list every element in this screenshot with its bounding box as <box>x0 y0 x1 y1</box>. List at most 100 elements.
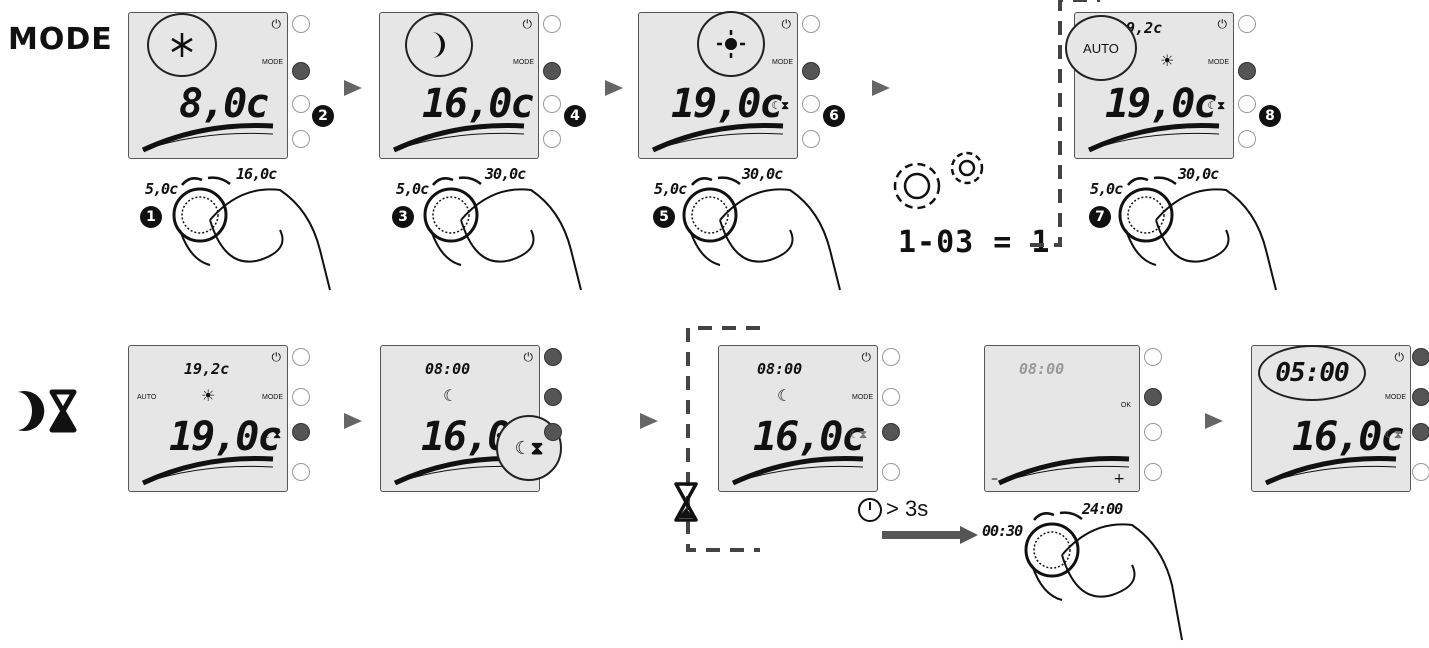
plus-label: + <box>1113 471 1125 487</box>
button-column-r2-3 <box>882 345 912 490</box>
next-arrow <box>640 413 658 429</box>
auto-label: AUTO <box>1083 40 1119 56</box>
power-button[interactable] <box>1238 15 1256 33</box>
temperature-readout: 19,0c <box>1105 81 1217 127</box>
mode-label: MODE <box>262 394 283 401</box>
timer-button[interactable] <box>1144 423 1162 441</box>
timer-button[interactable] <box>882 423 900 441</box>
next-arrow <box>872 80 890 96</box>
timer-button[interactable] <box>802 95 820 113</box>
power-button[interactable] <box>292 348 310 366</box>
thermostat-display-4: 19,2c ☀ 19,0c MODE ⏻ ☾⧗ <box>1074 12 1234 159</box>
moon-small-icon: ☾ <box>443 386 458 405</box>
knob-max-label: 30,0c <box>485 165 526 183</box>
power-button[interactable] <box>802 15 820 33</box>
timer-button[interactable] <box>1412 423 1429 441</box>
timer-callout: 05:00 <box>1258 345 1366 401</box>
mode-button[interactable] <box>543 62 561 80</box>
temperature-readout: 16,0c <box>753 414 865 460</box>
snowflake-callout <box>147 13 217 77</box>
next-arrow <box>605 80 623 96</box>
timer-button[interactable] <box>292 423 310 441</box>
power-button[interactable] <box>544 348 562 366</box>
timer-button[interactable] <box>543 95 561 113</box>
mode-label: MODE <box>852 394 873 401</box>
minus-label: – <box>991 471 998 487</box>
comfort-arc <box>997 456 1130 486</box>
temperature-readout: 19,0c <box>671 81 783 127</box>
power-icon: ⏻ <box>1394 350 1405 364</box>
gears-icon <box>893 151 984 210</box>
comfort-arc <box>1087 123 1220 153</box>
timer-button[interactable] <box>1238 95 1256 113</box>
comfort-arc <box>731 456 864 486</box>
step-badge: 4 <box>564 105 586 127</box>
moon-hourglass-small-icon: ☾⧗ <box>849 428 867 441</box>
sun-callout <box>697 11 765 77</box>
mode-button[interactable] <box>882 388 900 406</box>
comfort-arc <box>651 123 784 153</box>
power-button[interactable] <box>543 15 561 33</box>
mode-label: MODE <box>1385 394 1406 401</box>
temperature-readout: 19,0c <box>169 414 281 460</box>
next-arrow <box>1205 413 1223 429</box>
hold-duration-label: > 3s <box>886 496 929 521</box>
aux-button[interactable] <box>292 463 310 481</box>
moon-callout <box>405 13 473 77</box>
mode-button[interactable] <box>1238 62 1256 80</box>
aux-button[interactable] <box>1144 463 1162 481</box>
power-button[interactable] <box>1412 348 1429 366</box>
moon-hourglass-icon <box>10 386 80 436</box>
long-arrow <box>882 531 962 539</box>
hand-knob-illustration <box>1118 176 1277 291</box>
clock-readout-blinking: 08:00 <box>1019 360 1065 378</box>
clock-readout: 08:00 <box>425 360 471 378</box>
aux-button[interactable] <box>882 463 900 481</box>
power-button[interactable] <box>1144 348 1162 366</box>
next-arrow <box>344 413 362 429</box>
moon-hourglass-small-icon: ☾⧗ <box>1384 428 1402 441</box>
snowflake-icon <box>171 33 193 57</box>
mode-label: MODE <box>262 59 283 66</box>
comfort-arc <box>141 456 274 486</box>
knob-min-label: 00:30 <box>982 522 1023 540</box>
mode-button[interactable] <box>292 62 310 80</box>
mode-button[interactable] <box>802 62 820 80</box>
power-icon: ⏻ <box>271 17 282 31</box>
hand-knob-illustration <box>423 176 582 291</box>
moon-small-icon: ☾ <box>777 386 792 405</box>
power-icon: ⏻ <box>271 350 282 364</box>
clock-icon <box>858 498 882 522</box>
power-button[interactable] <box>882 348 900 366</box>
timer-button[interactable] <box>292 95 310 113</box>
ok-button[interactable] <box>1144 388 1162 406</box>
mode-button[interactable] <box>292 388 310 406</box>
aux-button[interactable] <box>292 130 310 148</box>
button-column-1 <box>292 12 322 157</box>
power-icon: ⏻ <box>523 350 534 364</box>
power-button[interactable] <box>292 15 310 33</box>
step-badge: 1 <box>140 206 162 228</box>
mode-button[interactable] <box>544 388 562 406</box>
moon-hourglass-small-icon: ☾⧗ <box>1207 99 1225 112</box>
aux-button[interactable] <box>543 130 561 148</box>
knob-min-label: 5,0c <box>396 180 429 198</box>
sun-small-icon: ☀ <box>1160 51 1175 70</box>
power-icon: ⏻ <box>1217 17 1228 31</box>
hand-knob-illustration <box>172 176 331 291</box>
aux-button[interactable] <box>1238 130 1256 148</box>
aux-button[interactable] <box>802 130 820 148</box>
mode-label: MODE <box>772 59 793 66</box>
aux-button[interactable] <box>1412 463 1429 481</box>
next-arrow <box>344 80 362 96</box>
moon-hourglass-small-icon: ☾⧗ <box>771 99 789 112</box>
timer-readout: 05:00 <box>1275 358 1349 388</box>
button-column-2 <box>543 12 573 157</box>
power-icon: ⏻ <box>522 17 533 31</box>
temperature-readout: 16,0c <box>1292 414 1404 460</box>
button-column-4 <box>1238 12 1268 157</box>
hand-knob-illustration <box>682 176 841 291</box>
timer-button[interactable] <box>544 423 562 441</box>
knob-min-label: 5,0c <box>145 180 178 198</box>
mode-button[interactable] <box>1412 388 1429 406</box>
